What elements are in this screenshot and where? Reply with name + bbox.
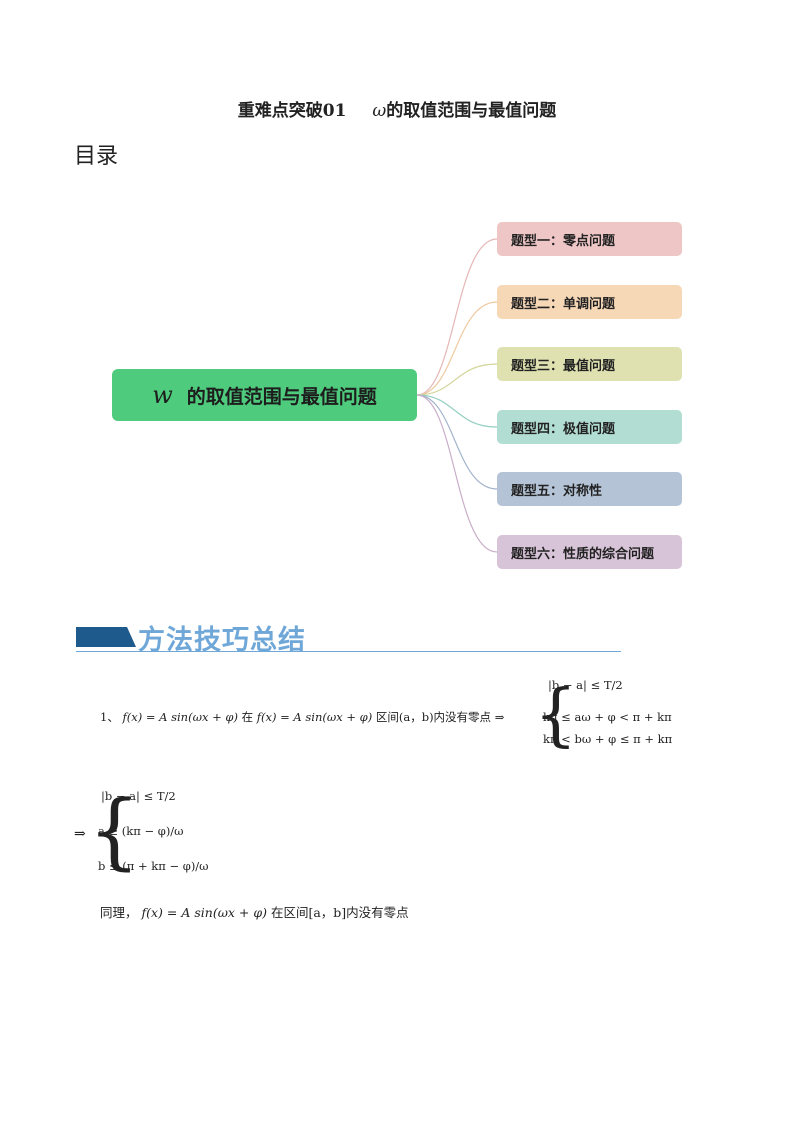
page-title: 重难点突破01 ω的取值范围与最值问题 bbox=[0, 96, 794, 121]
connector-3 bbox=[416, 363, 498, 396]
system2-line-3: b ≤ (π + kπ − φ)/ω bbox=[98, 859, 209, 873]
system2-arrow: ⇒ bbox=[74, 826, 86, 842]
mindmap-node-6[interactable]: 题型六：性质的综合问题 bbox=[497, 535, 682, 569]
system1-line-1: |b − a| ≤ T/2 bbox=[548, 678, 623, 692]
item1-arrow: ⇒ bbox=[494, 710, 505, 724]
root-symbol: w bbox=[152, 381, 173, 409]
node-label: 题型六：性质的综合问题 bbox=[511, 546, 655, 562]
mindmap-node-3[interactable]: 题型三：最值问题 bbox=[497, 347, 682, 381]
tongli-line: 同理， f(x) = A sin(ωx + φ) 在区间[a，b]内没有零点 bbox=[100, 902, 409, 921]
section-banner: 方法技巧总结 bbox=[76, 618, 621, 656]
node-label: 题型四：极值问题 bbox=[511, 421, 616, 437]
node-label: 题型一：零点问题 bbox=[511, 233, 616, 249]
mindmap-node-5[interactable]: 题型五：对称性 bbox=[497, 472, 682, 506]
system1-line-2: kπ ≤ aω + φ < π + kπ bbox=[543, 710, 672, 724]
item1-interval: 区间(a，b)内没有零点 bbox=[375, 710, 492, 724]
item1-expr2: f(x) = A sin(ωx + φ) bbox=[256, 710, 373, 724]
banner-bar-decoration bbox=[76, 627, 136, 647]
node-label: 题型三：最值问题 bbox=[511, 358, 616, 374]
method-item-1: 1、 f(x) = A sin(ωx + φ) 在 f(x) = A sin(ω… bbox=[100, 709, 504, 725]
tongli-expr: f(x) = A sin(ωx + φ) bbox=[141, 905, 267, 920]
connector-5 bbox=[416, 394, 498, 490]
system2-line-2: a ≥ (kπ − φ)/ω bbox=[98, 824, 184, 838]
item1-expr1: f(x) = A sin(ωx + φ) bbox=[122, 710, 238, 724]
title-prefix: 重难点突破01 bbox=[237, 101, 347, 121]
mindmap-node-2[interactable]: 题型二：单调问题 bbox=[497, 285, 682, 319]
connector-4 bbox=[416, 394, 498, 428]
mindmap-root[interactable]: w 的取值范围与最值问题 bbox=[112, 369, 417, 421]
node-label: 题型二：单调问题 bbox=[511, 296, 616, 312]
connector-6 bbox=[416, 394, 498, 553]
system2-brace: { bbox=[88, 784, 141, 879]
tongli-prefix: 同理， bbox=[100, 905, 138, 920]
system2-line-1: |b − a| ≤ T/2 bbox=[101, 789, 176, 803]
system1-line-3: kπ < bω + φ ≤ π + kπ bbox=[543, 732, 673, 746]
system1-brace: { bbox=[534, 676, 578, 755]
connector-1 bbox=[416, 238, 498, 396]
root-label: 的取值范围与最值问题 bbox=[186, 385, 377, 408]
toc-label: 目录 bbox=[74, 144, 119, 169]
connector-2 bbox=[416, 301, 498, 396]
section-heading: 方法技巧总结 bbox=[138, 625, 306, 656]
banner-underline bbox=[76, 651, 621, 652]
mindmap-node-4[interactable]: 题型四：极值问题 bbox=[497, 410, 682, 444]
node-label: 题型五：对称性 bbox=[511, 483, 603, 499]
title-text: 的取值范围与最值问题 bbox=[386, 101, 557, 121]
item1-mid: 在 bbox=[241, 710, 254, 724]
tongli-tail: 在区间[a，b]内没有零点 bbox=[270, 905, 409, 920]
mindmap-node-1[interactable]: 题型一：零点问题 bbox=[497, 222, 682, 256]
item1-prefix: 1、 bbox=[100, 710, 119, 724]
title-omega: ω bbox=[372, 101, 387, 121]
